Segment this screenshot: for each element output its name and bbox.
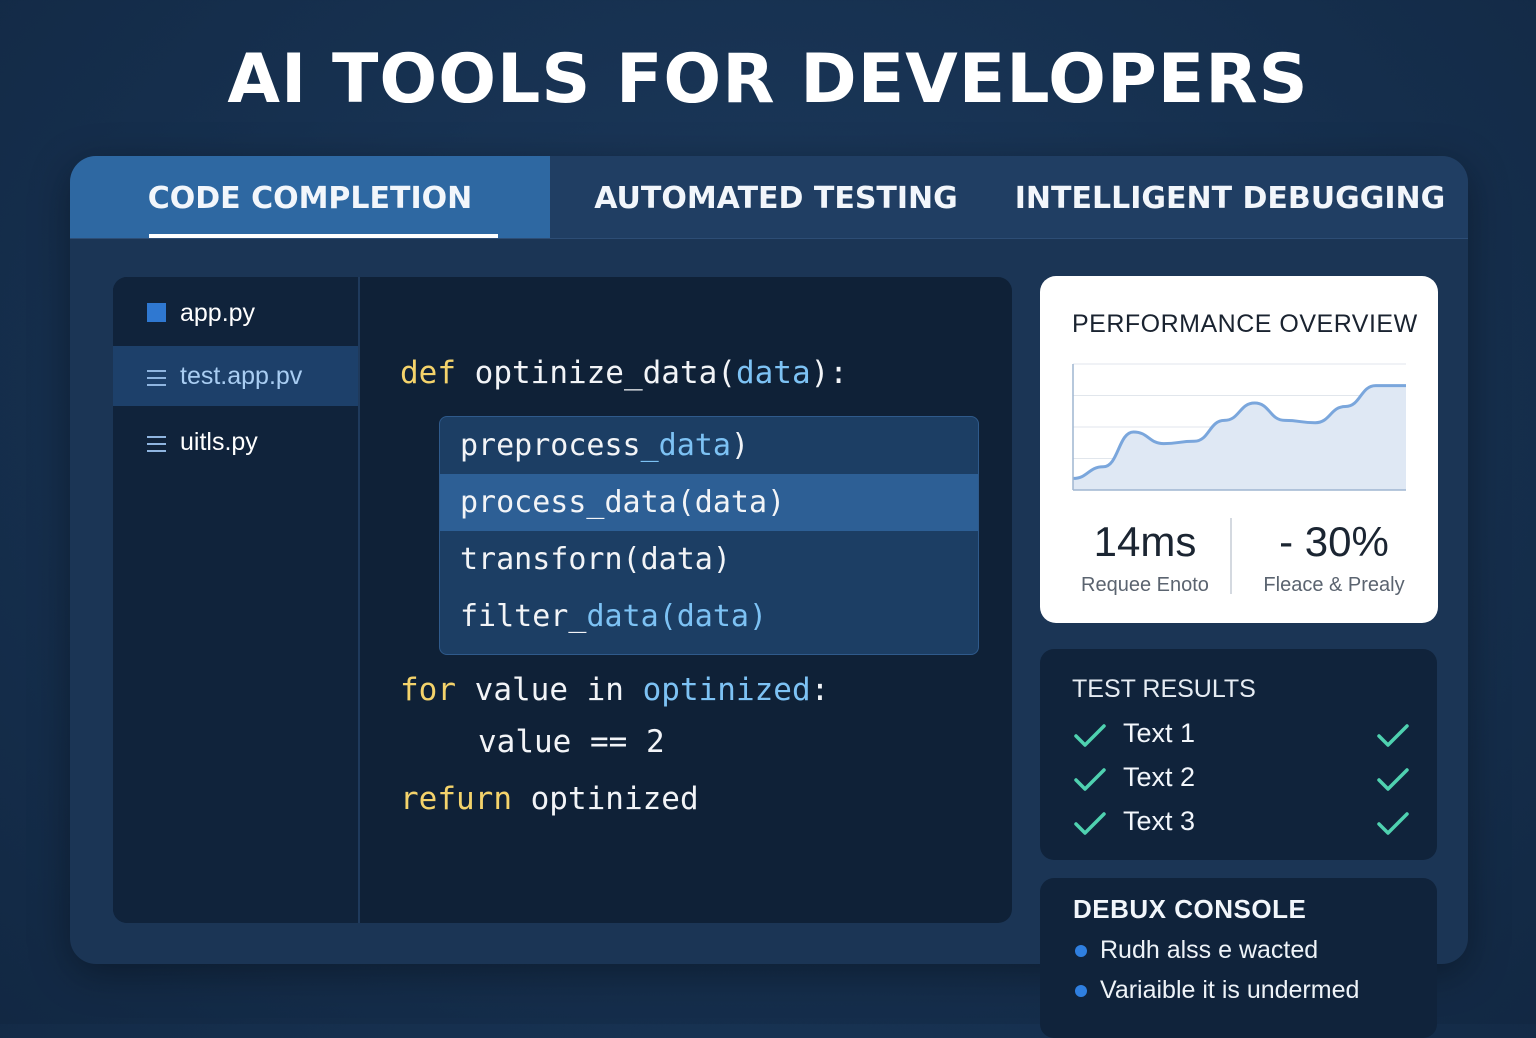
text-file-icon [147,436,166,452]
test-results-panel: TEST RESULTS Text 1 Text 2 Text 3 [1040,649,1437,860]
test-row[interactable]: Text 3 [1040,804,1437,844]
keyword: def [400,355,456,391]
suggestion-text: process_data [460,485,677,520]
bullet-dot-icon [1075,945,1087,958]
file-name: app.py [180,299,256,327]
suggestion-text: (data [676,485,768,520]
code-editor: app.py test.app.pv uitls.py def optinize… [113,277,1012,923]
stat-value: 14ms [1093,518,1197,565]
code-text: : [810,672,830,708]
code-text: value in [456,672,643,708]
chart-area [1073,385,1406,490]
file-item-uitls-py[interactable]: uitls.py [113,412,358,472]
suggestion-text: _data [640,428,731,463]
python-file-icon [147,303,166,322]
stat-latency: 14ms Requee Enoto [1070,518,1220,597]
test-row[interactable]: Text 2 [1040,760,1437,800]
stat-improvement: - 30% Fleace & Prealy [1246,518,1422,597]
suggestion-text: (data) [658,599,768,634]
performance-card: PERFORMANCE OVERVIEW 14ms Requee Enoto -… [1040,276,1438,623]
test-row[interactable]: Text 1 [1040,716,1437,756]
autocomplete-popup: preprocess_data) process_data(data) tran… [439,416,979,655]
code-line-for[interactable]: for value in optinized: [400,672,829,708]
tab-bar: CODE COMPLETION AUTOMATED TESTING INTELL… [70,156,1468,239]
tab-label: CODE COMPLETION [147,181,473,216]
suggestion-text: filter_ [460,599,587,634]
code-line-assign[interactable]: value == 2 [478,724,665,760]
test-name: Text 1 [1123,718,1196,748]
tab-label: INTELLIGENT DEBUGGING [1014,181,1446,216]
debug-console-title: DEBUX CONSOLE [1073,894,1307,924]
check-icon [1074,812,1106,835]
bullet-dot-icon [1075,985,1087,998]
suggestion-text: data [586,599,659,634]
code-text: ): [810,355,848,391]
console-text: Variaible it is undermed [1100,976,1360,1004]
suggestion-text: transforn(data) [460,542,731,577]
debug-console-panel: DEBUX CONSOLE Rudh alss e wacted Variaib… [1040,878,1437,1038]
tab-label: AUTOMATED TESTING [594,181,958,216]
check-icon [1377,768,1409,791]
stat-value: - 30% [1279,518,1389,565]
check-icon [1377,812,1409,835]
check-icon [1074,768,1106,791]
var-text: optinized [642,672,811,708]
test-results-title: TEST RESULTS [1072,675,1256,703]
suggestion-text: ) [767,485,786,520]
file-item-test-app[interactable]: test.app.pv [113,346,358,406]
autocomplete-item[interactable]: filter_data(data) [440,588,978,645]
test-name: Text 3 [1123,806,1196,836]
console-message[interactable]: Variaible it is undermed [1075,976,1359,1005]
page-title: AI TOOLS FOR DEVELOPERS [227,40,1309,119]
active-tab-indicator [149,234,498,238]
file-tree: app.py test.app.pv uitls.py [113,277,360,923]
autocomplete-item-selected[interactable]: process_data(data) [440,474,978,531]
file-item-app-py[interactable]: app.py [113,283,358,343]
autocomplete-item[interactable]: transforn(data) [440,531,978,588]
performance-title: PERFORMANCE OVERVIEW [1072,310,1418,338]
file-name: uitls.py [180,428,258,456]
tab-automated-testing[interactable]: AUTOMATED TESTING [570,156,982,238]
suggestion-text: preprocess [460,428,641,463]
param-text: data [735,355,811,391]
performance-chart [1072,363,1406,491]
tab-code-completion[interactable]: CODE COMPLETION [70,156,550,238]
stat-label: Fleace & Prealy [1263,574,1405,596]
stat-label: Requee Enoto [1081,574,1209,596]
check-icon [1074,724,1106,747]
tab-intelligent-debugging[interactable]: INTELLIGENT DEBUGGING [1010,156,1450,238]
code-line-def[interactable]: def optinize_data(data): [400,355,848,391]
file-name: test.app.pv [180,362,303,390]
keyword: refurn [400,781,512,817]
autocomplete-item[interactable]: preprocess_data) [440,417,978,474]
console-text: Rudh alss e wacted [1100,936,1319,964]
stat-divider [1230,518,1232,594]
chart-series-line [1072,384,1406,480]
text-file-icon [147,370,166,386]
keyword: for [400,672,456,708]
code-text: optinize_data( [456,355,736,391]
check-icon [1377,724,1409,747]
console-message[interactable]: Rudh alss e wacted [1075,936,1318,965]
code-text: optinized [511,781,699,817]
test-name: Text 2 [1123,762,1196,792]
suggestion-text: ) [730,428,749,463]
code-line-return[interactable]: refurn optinized [400,781,699,817]
